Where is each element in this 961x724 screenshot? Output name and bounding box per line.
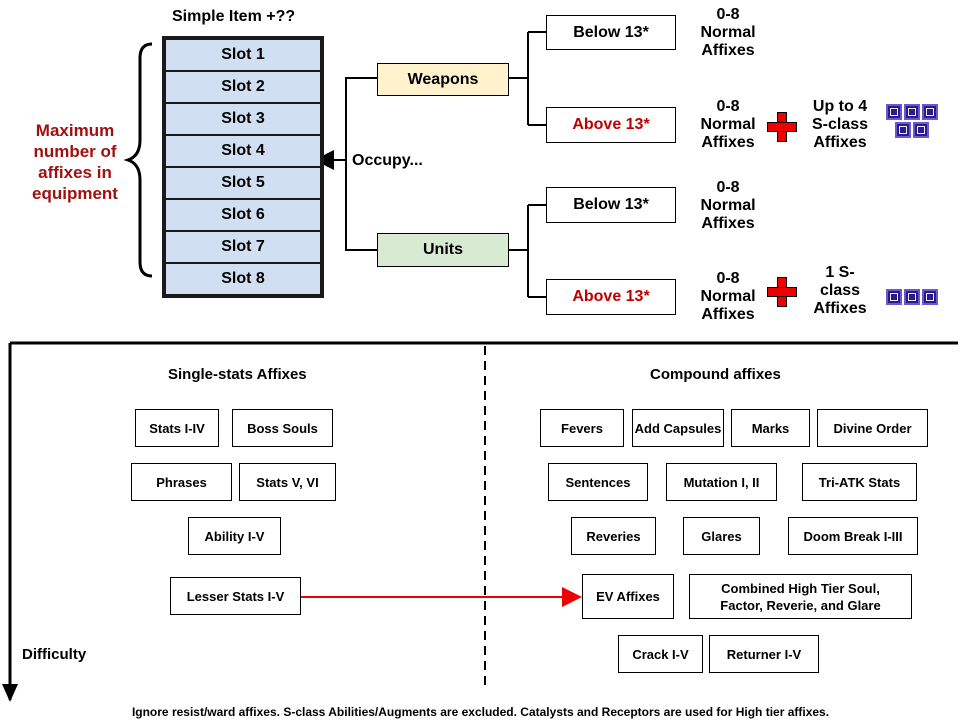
reveries-box: Reveries bbox=[571, 517, 656, 555]
footer-note: Ignore resist/ward affixes. S-class Abil… bbox=[131, 705, 830, 719]
slot-2: Slot 2 bbox=[166, 72, 320, 104]
s-class-affix-icon bbox=[904, 104, 920, 120]
stats-v-vi-label: Stats V, VI bbox=[256, 474, 319, 490]
tri-atk-box: Tri-ATK Stats bbox=[802, 463, 917, 501]
units-label: Units bbox=[423, 241, 463, 258]
weapons-box: Weapons bbox=[377, 63, 509, 96]
weapons-below-13-box: Below 13* bbox=[546, 15, 676, 50]
s-class-affix-icon bbox=[922, 104, 938, 120]
occupy-bracket bbox=[345, 77, 377, 251]
lesser-stats-label: Lesser Stats I-V bbox=[186, 588, 285, 604]
units-box: Units bbox=[377, 233, 509, 267]
s-class-affix-icon bbox=[904, 289, 920, 305]
fevers-box: Fevers bbox=[540, 409, 624, 447]
weapons-plus-icon bbox=[767, 112, 797, 142]
slot-5: Slot 5 bbox=[166, 168, 320, 200]
occupy-label: Occupy... bbox=[352, 152, 423, 169]
units-sclass-label: 1 S-class Affixes bbox=[813, 264, 867, 317]
weapons-below-normal-affixes: 0-8 Normal Affixes bbox=[700, 6, 756, 59]
reveries-label: Reveries bbox=[586, 528, 641, 544]
weapons-sclass-icons bbox=[876, 103, 948, 139]
item-title: Simple Item +?? bbox=[172, 8, 296, 25]
brace-label: Maximum number of affixes in equipment bbox=[32, 121, 118, 203]
s-class-affix-icon bbox=[886, 104, 902, 120]
units-branch bbox=[509, 204, 546, 298]
doom-break-box: Doom Break I-III bbox=[788, 517, 918, 555]
weapons-above-13-box: Above 13* bbox=[546, 107, 676, 143]
returner-label: Returner I-V bbox=[726, 646, 802, 662]
slot-3: Slot 3 bbox=[166, 104, 320, 136]
units-above-normal-affixes: 0-8 Normal Affixes bbox=[700, 270, 756, 323]
sentences-box: Sentences bbox=[548, 463, 648, 501]
units-below-13-label: Below 13* bbox=[573, 196, 649, 213]
difficulty-arrow-head bbox=[2, 684, 18, 702]
lesser-stats-box: Lesser Stats I-V bbox=[170, 577, 301, 615]
marks-box: Marks bbox=[731, 409, 810, 447]
slot-8: Slot 8 bbox=[166, 264, 320, 294]
mutation-label: Mutation I, II bbox=[683, 474, 760, 490]
stats-v-vi-box: Stats V, VI bbox=[239, 463, 336, 501]
phrases-box: Phrases bbox=[131, 463, 232, 501]
ev-affixes-box: EV Affixes bbox=[582, 574, 674, 619]
divine-order-box: Divine Order bbox=[817, 409, 928, 447]
stats-i-iv-label: Stats I-IV bbox=[149, 420, 205, 436]
slot-6: Slot 6 bbox=[166, 200, 320, 232]
ability-box: Ability I-V bbox=[188, 517, 281, 555]
units-below-13-box: Below 13* bbox=[546, 187, 676, 223]
s-class-affix-icon bbox=[913, 122, 929, 138]
units-plus-icon bbox=[767, 277, 797, 307]
returner-box: Returner I-V bbox=[709, 635, 819, 673]
single-stats-header: Single-stats Affixes bbox=[168, 366, 307, 383]
brace-icon bbox=[123, 42, 153, 278]
units-above-13-label: Above 13* bbox=[572, 288, 650, 305]
weapons-below-13-label: Below 13* bbox=[573, 23, 649, 41]
glares-box: Glares bbox=[683, 517, 760, 555]
sentences-label: Sentences bbox=[565, 474, 631, 490]
crack-label: Crack I-V bbox=[632, 646, 689, 662]
tri-atk-label: Tri-ATK Stats bbox=[818, 474, 901, 490]
doom-break-label: Doom Break I-III bbox=[803, 528, 903, 544]
s-class-affix-icon bbox=[895, 122, 911, 138]
combined-box: Combined High Tier Soul, Factor, Reverie… bbox=[689, 574, 912, 619]
units-sclass-icons bbox=[876, 288, 948, 306]
slot-table: Slot 1 Slot 2 Slot 3 Slot 4 Slot 5 Slot … bbox=[162, 36, 324, 298]
crack-box: Crack I-V bbox=[618, 635, 703, 673]
slot-1: Slot 1 bbox=[166, 40, 320, 72]
add-capsules-box: Add Capsules bbox=[632, 409, 724, 447]
difficulty-label: Difficulty bbox=[22, 646, 87, 663]
slot-4: Slot 4 bbox=[166, 136, 320, 168]
combined-label: Combined High Tier Soul, Factor, Reverie… bbox=[720, 580, 881, 613]
mutation-box: Mutation I, II bbox=[666, 463, 777, 501]
marks-label: Marks bbox=[751, 420, 790, 436]
ev-affixes-label: EV Affixes bbox=[596, 589, 660, 604]
weapons-above-13-label: Above 13* bbox=[572, 116, 650, 133]
slot-7: Slot 7 bbox=[166, 232, 320, 264]
phrases-label: Phrases bbox=[156, 474, 207, 490]
glares-label: Glares bbox=[701, 528, 742, 544]
compound-header: Compound affixes bbox=[650, 366, 781, 383]
weapons-sclass-label: Up to 4 S-class Affixes bbox=[811, 98, 869, 151]
weapons-label: Weapons bbox=[407, 70, 479, 88]
s-class-affix-icon bbox=[922, 289, 938, 305]
boss-souls-box: Boss Souls bbox=[232, 409, 333, 447]
s-class-affix-icon bbox=[886, 289, 902, 305]
stats-i-iv-box: Stats I-IV bbox=[135, 409, 219, 447]
units-below-normal-affixes: 0-8 Normal Affixes bbox=[700, 179, 756, 232]
divine-order-label: Divine Order bbox=[833, 420, 912, 436]
boss-souls-label: Boss Souls bbox=[247, 420, 318, 436]
fevers-label: Fevers bbox=[561, 420, 603, 436]
add-capsules-label: Add Capsules bbox=[634, 420, 722, 436]
units-above-13-box: Above 13* bbox=[546, 279, 676, 315]
ability-label: Ability I-V bbox=[204, 528, 265, 544]
weapons-above-normal-affixes: 0-8 Normal Affixes bbox=[700, 98, 756, 151]
weapons-branch bbox=[509, 31, 546, 126]
